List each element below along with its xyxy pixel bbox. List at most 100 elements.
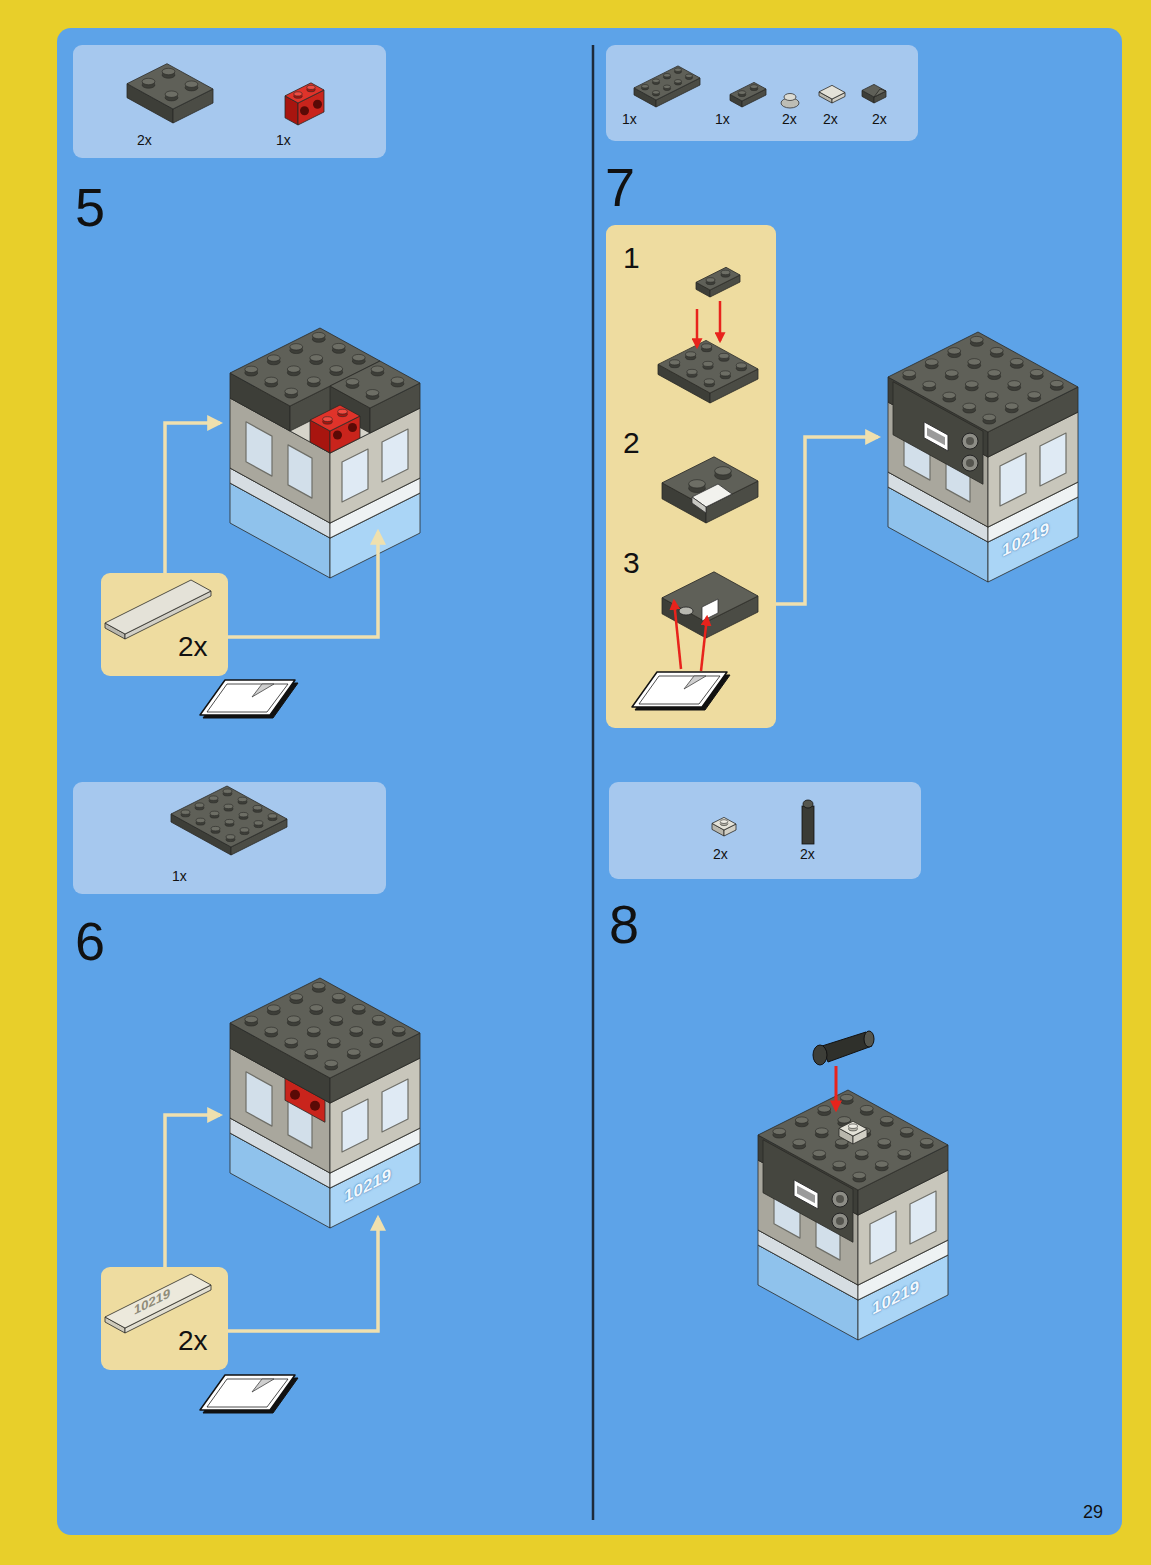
place-arrow: [835, 1066, 838, 1110]
part-illustration: [684, 676, 706, 689]
part-illustration: [720, 820, 728, 824]
part-illustration: [696, 267, 740, 290]
part-illustration: [862, 84, 886, 97]
part-illustration: [738, 91, 746, 95]
sticker-sheet: [252, 1379, 274, 1392]
cab-model: [310, 355, 323, 361]
cab-model: [325, 1060, 338, 1066]
part-illustration: [658, 340, 758, 393]
cab-model: [893, 382, 983, 485]
part-illustration: [127, 64, 324, 125]
part-illustration: [196, 818, 205, 822]
cab-model: [910, 1191, 936, 1244]
cab-model: [962, 433, 978, 449]
part-illustration: [300, 106, 309, 115]
part-illustration: [639, 676, 720, 704]
cab-model: [312, 982, 325, 988]
cab-model: [966, 437, 974, 445]
cab-model: [392, 1026, 405, 1032]
part-illustration: [210, 811, 219, 815]
cab-model: [795, 1117, 808, 1123]
part-illustration: [73, 782, 386, 894]
cab-model: [903, 370, 916, 376]
cab-model: [391, 377, 404, 383]
part-illustration: [105, 1274, 211, 1333]
callout-arrow: [228, 532, 378, 637]
part-illustration: [125, 1285, 211, 1333]
part-quantity: 2x: [178, 1327, 208, 1355]
cab-model: [350, 1027, 363, 1033]
cab-model: [963, 403, 976, 409]
cab-model: [285, 1038, 298, 1044]
cab-model: [265, 377, 278, 383]
parts-list-box: 2x2x: [609, 782, 921, 879]
cab-model: [962, 455, 978, 471]
part-illustration: [268, 814, 277, 818]
part-illustration: [874, 89, 886, 97]
part-illustration: [209, 796, 218, 800]
part-quantity: 2x: [137, 133, 152, 147]
cab-model: [323, 417, 333, 422]
cab-model: [290, 994, 303, 1000]
cab-model: [382, 1079, 408, 1132]
part-illustration: [663, 85, 670, 89]
part-illustration: [254, 821, 263, 825]
part-illustration: [696, 309, 699, 347]
cab-model: [1010, 358, 1023, 364]
part-illustration: [162, 68, 175, 74]
part-illustration: [606, 225, 776, 728]
part-illustration: [307, 85, 315, 89]
step-number: 6: [75, 914, 105, 968]
part-illustration: [225, 819, 234, 823]
cab-model: [965, 381, 978, 387]
part-illustration: [105, 580, 211, 639]
part-illustration: [313, 100, 322, 109]
cab-model: [332, 343, 345, 349]
part-illustration: [101, 573, 228, 676]
cab-model: [1008, 381, 1021, 387]
part-illustration: [720, 371, 730, 376]
cab-model: [853, 1172, 866, 1178]
cab-model: [925, 359, 938, 365]
cab-model: [307, 1027, 320, 1033]
cab-model: [1000, 453, 1026, 506]
cab-model: [330, 1016, 343, 1022]
cab-model: [352, 354, 365, 360]
cab-model: [330, 366, 343, 372]
cab-model: [900, 1127, 913, 1133]
cab-model: [773, 1128, 786, 1134]
cab-model: [836, 1217, 844, 1225]
sticker-sheet: [207, 1379, 288, 1407]
part-illustration: [802, 806, 814, 844]
part-illustration: [715, 467, 732, 475]
cab-model: [290, 1090, 300, 1100]
cab-model: [818, 1106, 831, 1112]
cab-model: [267, 1005, 280, 1011]
cab-model: [1005, 403, 1018, 409]
part-quantity: 2x: [782, 112, 797, 126]
cab-model: [988, 370, 1001, 376]
part-illustration: [670, 360, 680, 365]
substep-number: 2: [623, 428, 640, 458]
callout-box: 2x: [101, 573, 228, 676]
cab-model: [287, 1016, 300, 1022]
part-illustration: [701, 617, 707, 671]
part-quantity: 2x: [178, 633, 208, 661]
cab-model: [246, 422, 272, 476]
part-quantity: 2x: [800, 847, 815, 861]
cab-model: [880, 1116, 893, 1122]
cab-model: [924, 422, 948, 451]
part-illustration: [662, 457, 758, 507]
part-illustration: [185, 81, 198, 87]
substep-number: 3: [623, 548, 640, 578]
cab-model: [839, 1121, 867, 1136]
cab-model: [310, 1101, 320, 1111]
part-illustration: [641, 84, 648, 88]
part-illustration: [101, 1267, 228, 1370]
cab-model: [860, 1105, 873, 1111]
cab-model: [305, 1049, 318, 1055]
part-illustration: [689, 480, 706, 488]
part-illustration: [686, 352, 696, 357]
cab-model: [968, 359, 981, 365]
cab-model: [372, 1015, 385, 1021]
